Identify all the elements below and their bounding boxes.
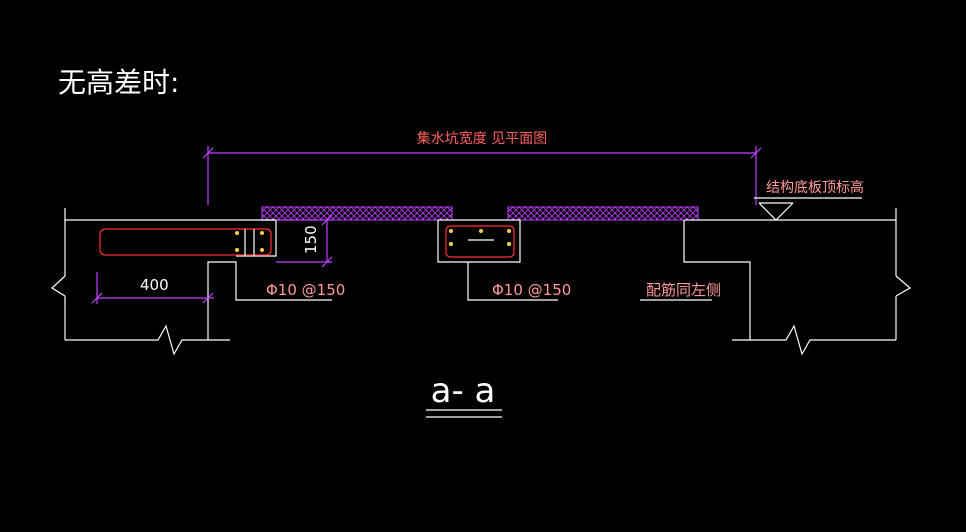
dim-400: [91, 272, 214, 304]
hatch-pad-left: [261, 206, 453, 221]
right-slab-outline: [683, 208, 912, 356]
width-dimension-label: 集水坑宽度 见平面图: [417, 130, 547, 147]
elevation-label: 结构底板顶标高: [766, 179, 864, 196]
dim-150-label: 150: [302, 225, 320, 254]
rebar-dot: [479, 229, 483, 233]
rebar-mid-label: Φ10 @150: [492, 281, 571, 299]
heading-text: 无高差时:: [58, 66, 179, 99]
left-rebar: [99, 228, 272, 256]
section-label: a- a: [431, 371, 496, 411]
rebar-left-label: Φ10 @150: [266, 281, 345, 299]
rebar-dot: [260, 248, 264, 252]
elevation-mark: [754, 197, 862, 221]
hatch-pad-right: [507, 206, 699, 221]
rebar-dot: [449, 229, 453, 233]
rebar-dot: [235, 248, 239, 252]
middle-rebar: [445, 225, 515, 258]
rebar-dot: [507, 242, 511, 246]
rebar-dot: [235, 231, 239, 235]
dim-150: [276, 214, 333, 268]
width-dimension: [202, 146, 762, 205]
rebar-dot: [449, 242, 453, 246]
dim-400-label: 400: [140, 276, 169, 294]
middle-beam-outline: [437, 219, 521, 301]
left-slab-outline: [51, 208, 277, 356]
rebar-dot: [507, 229, 511, 233]
rebar-note-label: 配筋同左侧: [646, 281, 721, 299]
rebar-dot: [260, 231, 264, 235]
